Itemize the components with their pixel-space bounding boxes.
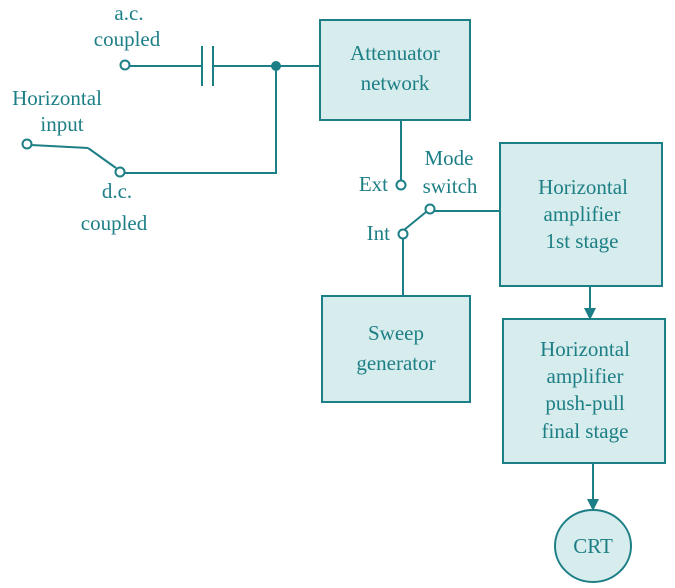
sweep-label-line2: generator [356,351,435,375]
amp2-label-line4: final stage [542,419,629,443]
horizontal-input-label-line1: Horizontal [12,86,102,110]
dc-wire [124,66,277,174]
ext-label: Ext [359,172,388,196]
amp2-label-line2: amplifier [547,364,624,388]
amp1-label-line3: 1st stage [546,229,619,253]
ac-label-line2: coupled [94,27,161,51]
mode-switch-common-terminal [424,203,436,215]
mode-label-line1: Mode [425,146,474,170]
dc-label-line1: d.c. [102,179,132,203]
attenuator-label-line1: Attenuator [350,41,440,65]
input-wire [30,144,89,149]
mode-label-line2: switch [423,174,478,198]
ac-coupled-terminal [119,59,131,71]
horizontal-amplifier-first-stage-block [499,142,663,287]
dc-label-line2: coupled [81,211,148,235]
sweep-label-line1: Sweep [368,321,424,345]
attenuator-label-line2: network [361,71,430,95]
crt-label: CRT [573,534,613,558]
amp2-label-line3: push-pull [545,391,625,415]
horizontal-input-terminal [21,138,33,150]
ext-terminal [395,179,407,191]
sweep-generator-block [321,295,471,403]
amp2-label-line1: Horizontal [540,337,630,361]
attenuator-network-block [319,19,471,121]
dc-coupled-terminal [114,166,126,178]
amp1-label-line2: amplifier [544,202,621,226]
ac-label-line1: a.c. [114,1,143,25]
input-switch-blade [87,147,117,169]
int-label: Int [367,221,390,245]
int-terminal [397,228,409,240]
horizontal-input-label-line2: input [40,112,83,136]
amp1-label-line1: Horizontal [538,175,628,199]
horizontal-amplifier-final-stage-block [502,318,666,464]
mode-switch-blade [403,211,427,231]
